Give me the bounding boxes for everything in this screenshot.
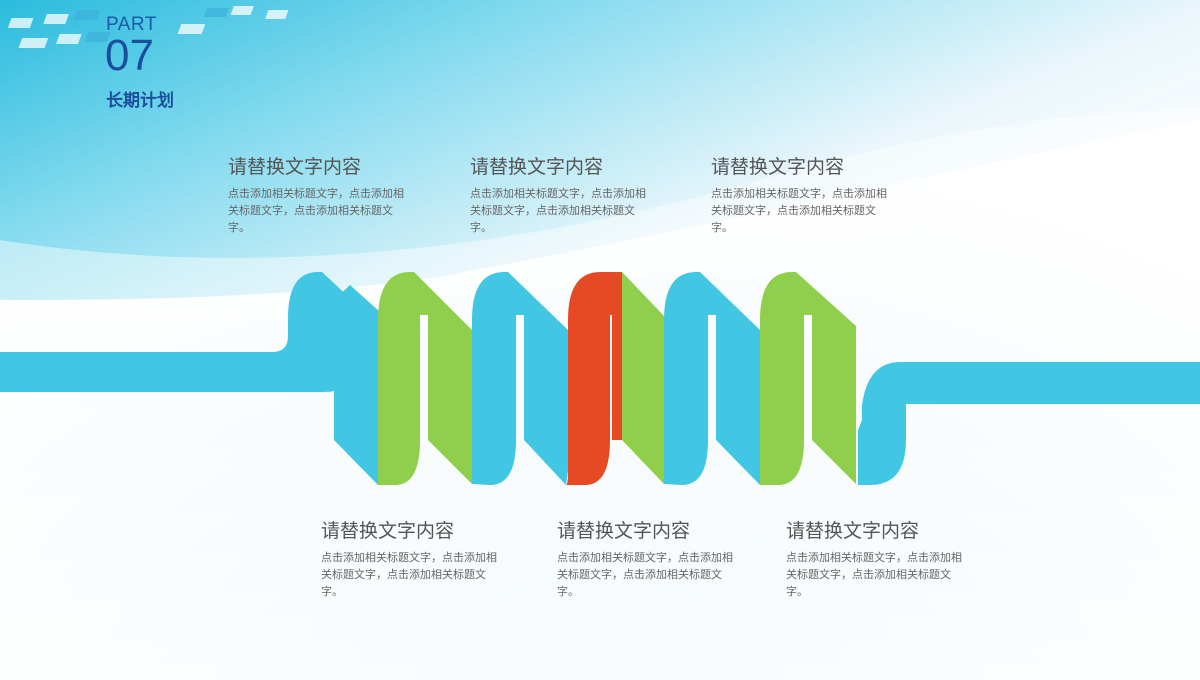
info-block-bottom-1: 请替换文字内容 点击添加相关标题文字，点击添加相关标题文字，点击添加相关标题文字… (321, 520, 501, 600)
coil-loop-3 (472, 272, 568, 485)
block-title: 请替换文字内容 (470, 156, 604, 178)
coil-right-line (858, 362, 1200, 485)
block-text: 点击添加相关标题文字，点击添加相关标题文字，点击添加相关标题文字。 (470, 186, 646, 234)
info-block-top-3: 请替换文字内容 点击添加相关标题文字，点击添加相关标题文字，点击添加相关标题文字… (711, 156, 891, 236)
block-text: 点击添加相关标题文字，点击添加相关标题文字，点击添加相关标题文字。 (557, 550, 733, 598)
coil-loop-1 (334, 285, 380, 485)
part-label: PART (106, 14, 157, 35)
info-block-bottom-3: 请替换文字内容 点击添加相关标题文字，点击添加相关标题文字，点击添加相关标题文字… (786, 520, 966, 600)
block-title: 请替换文字内容 (557, 520, 691, 542)
block-text: 点击添加相关标题文字，点击添加相关标题文字，点击添加相关标题文字。 (711, 186, 887, 234)
block-text: 点击添加相关标题文字，点击添加相关标题文字，点击添加相关标题文字。 (321, 550, 497, 598)
info-block-top-1: 请替换文字内容 点击添加相关标题文字，点击添加相关标题文字，点击添加相关标题文字… (228, 156, 408, 236)
coil-loop-5 (622, 272, 664, 484)
coil-loop-6 (664, 272, 760, 485)
coil-loop-7 (760, 272, 856, 485)
coil-loop-2 (378, 272, 472, 485)
info-block-top-2: 请替换文字内容 点击添加相关标题文字，点击添加相关标题文字，点击添加相关标题文字… (470, 156, 650, 236)
part-number: 07 (105, 31, 154, 80)
part-title: 长期计划 (106, 91, 174, 111)
block-title: 请替换文字内容 (321, 520, 455, 542)
block-title: 请替换文字内容 (786, 520, 920, 542)
block-text: 点击添加相关标题文字，点击添加相关标题文字，点击添加相关标题文字。 (786, 550, 962, 598)
coil-left-line (0, 272, 352, 392)
info-block-bottom-2: 请替换文字内容 点击添加相关标题文字，点击添加相关标题文字，点击添加相关标题文字… (557, 520, 737, 600)
block-title: 请替换文字内容 (711, 156, 845, 178)
block-text: 点击添加相关标题文字，点击添加相关标题文字，点击添加相关标题文字。 (228, 186, 404, 234)
block-title: 请替换文字内容 (228, 156, 362, 178)
coil-loop-4 (566, 272, 622, 485)
